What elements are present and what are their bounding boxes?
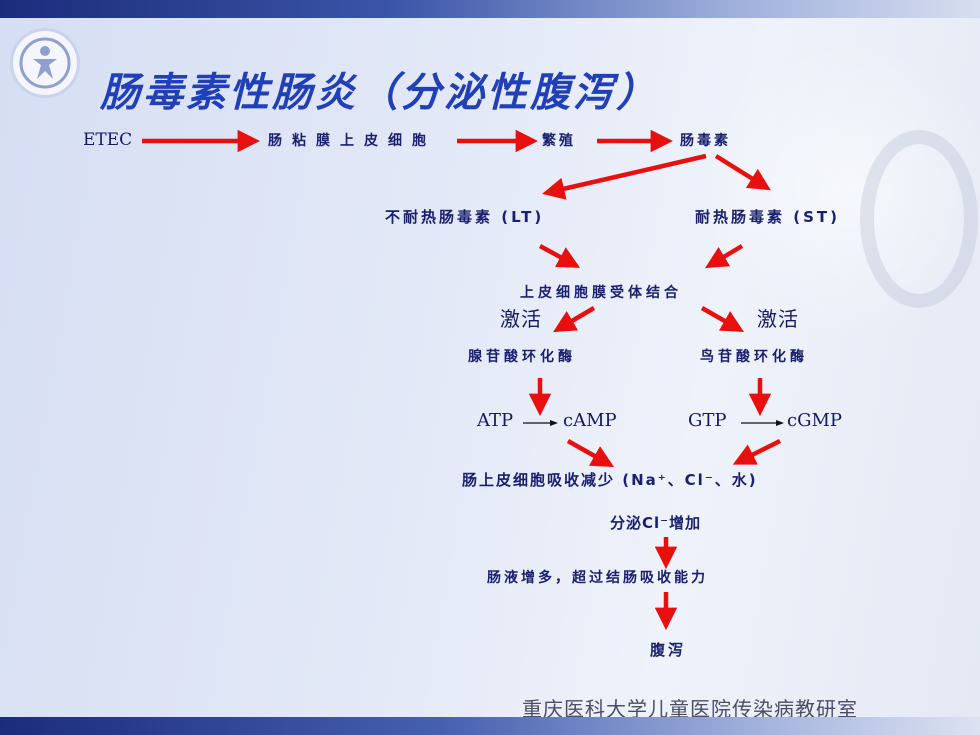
label-camp: cAMP <box>563 410 617 431</box>
node-adenylate-cyclase: 腺苷酸环化酶 <box>468 349 576 365</box>
node-lt: 不耐热肠毒素 (LT) <box>385 208 545 226</box>
page-title: 肠毒素性肠炎（分泌性腹泻） <box>100 70 659 116</box>
logo <box>10 28 80 98</box>
arrow-lt-receptor <box>538 244 581 268</box>
node-diarrhea: 腹泻 <box>650 641 687 659</box>
node-fluid-increase: 肠液增多，超过结肠吸收能力 <box>487 570 708 586</box>
node-enterotoxin: 肠毒素 <box>680 133 731 149</box>
node-receptor: 上皮细胞膜受体结合 <box>520 285 682 301</box>
label-activate-right: 激活 <box>757 307 799 331</box>
node-mucosa: 肠粘膜上皮细胞 <box>268 133 436 149</box>
logo-figure-icon <box>19 37 71 89</box>
bottom-bar <box>0 717 980 735</box>
arrow-enterotoxin-lt <box>542 153 707 200</box>
arrow-cgmp-absorption <box>732 438 782 465</box>
arrow-receptor-activate-left <box>553 306 596 333</box>
arrow-st-receptor <box>705 244 744 269</box>
node-etec: ETEC <box>83 130 133 150</box>
arrow-camp-absorption <box>566 439 615 467</box>
node-chloride-secretion: 分泌Cl⁻增加 <box>610 514 702 532</box>
label-atp: ATP <box>477 410 514 431</box>
node-guanylate-cyclase: 鸟苷酸环化酶 <box>700 349 808 365</box>
label-gtp: GTP <box>688 410 727 431</box>
node-st: 耐热肠毒素 (ST) <box>695 208 840 226</box>
top-bar <box>0 0 980 18</box>
label-activate-left: 激活 <box>500 307 542 331</box>
arrow-enterotoxin-st <box>714 154 771 191</box>
node-proliferate: 繁殖 <box>542 133 576 149</box>
label-cgmp: cGMP <box>787 410 843 431</box>
arrow-receptor-activate-right <box>700 306 745 333</box>
node-absorption-decrease: 肠上皮细胞吸收减少 (Na⁺、Cl⁻、水) <box>462 471 758 489</box>
